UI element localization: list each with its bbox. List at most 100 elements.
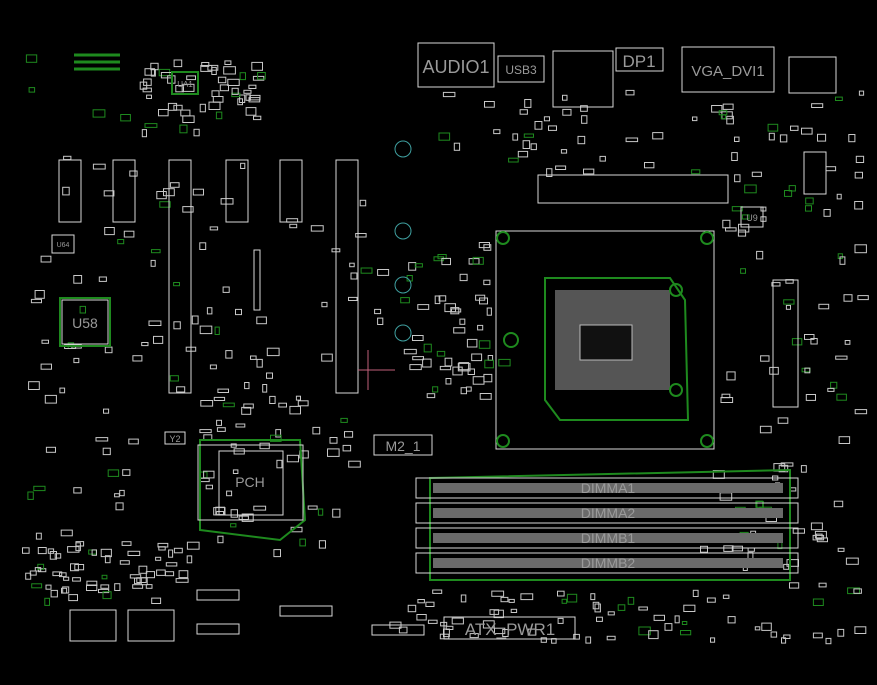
smd-pad — [768, 132, 775, 141]
audio-connector[interactable]: AUDIO1 — [417, 42, 495, 88]
smd-pad — [127, 550, 141, 556]
header[interactable] — [112, 159, 136, 223]
smd-pad — [252, 75, 265, 81]
smd-pad — [122, 469, 131, 476]
smd-pad — [256, 316, 267, 325]
y2-crystal[interactable]: Y2 — [164, 431, 186, 445]
smd-pad — [141, 129, 148, 138]
header[interactable] — [803, 151, 827, 195]
atx-power-connector[interactable]: ATX_PWR1 — [443, 616, 576, 640]
smd-pad — [22, 547, 30, 554]
smd-pad — [259, 442, 270, 450]
smd-pad — [644, 162, 655, 169]
smd-pad — [754, 626, 761, 631]
smd-pad — [453, 327, 466, 334]
smd-pad — [801, 127, 813, 135]
smd-pad — [854, 626, 867, 634]
smd-pad — [814, 530, 827, 539]
smd-pad — [216, 511, 224, 516]
header[interactable] — [58, 159, 82, 223]
dimm-slot-dimm-b2[interactable]: DIMMB2 — [415, 552, 799, 574]
smd-pad — [833, 500, 844, 508]
smd-pad — [25, 572, 32, 580]
vga-dvi-connector[interactable]: VGA_DVI1 — [681, 46, 775, 93]
header[interactable] — [279, 159, 303, 223]
usb-connector[interactable]: USB3 — [497, 55, 545, 83]
smd-pad — [273, 549, 281, 558]
lan-usb-connector[interactable] — [552, 50, 614, 108]
smd-pad — [561, 598, 568, 604]
smd-pad — [102, 591, 112, 600]
smd-pad — [59, 387, 66, 394]
pch-chip[interactable]: PCH — [197, 439, 307, 542]
smd-pad — [479, 393, 492, 400]
u64-chip[interactable]: U64 — [51, 234, 75, 254]
smd-pad — [471, 353, 483, 362]
dimm-label: DIMMB1 — [581, 530, 636, 546]
header[interactable] — [279, 605, 333, 617]
smd-pad — [835, 355, 848, 360]
smd-pad — [519, 109, 528, 115]
smd-pad — [73, 357, 80, 364]
power-header[interactable] — [772, 279, 799, 408]
smd-pad — [760, 355, 770, 362]
smd-pad — [800, 465, 807, 473]
ua1-chip[interactable]: UA1 — [171, 71, 199, 95]
smd-pad — [573, 633, 580, 640]
header[interactable] — [196, 623, 240, 635]
smd-pad — [61, 587, 68, 594]
smd-pad — [417, 599, 425, 604]
audio-label: AUDIO1 — [422, 57, 489, 77]
smd-pad — [727, 616, 736, 624]
dimm-slot-dimm-a1[interactable]: DIMMA1 — [415, 477, 799, 499]
smd-pad — [594, 603, 601, 613]
pcie-small-slot[interactable] — [253, 249, 261, 311]
cpu-socket[interactable] — [495, 230, 715, 450]
smd-pad — [804, 367, 811, 374]
pcie-slot-1[interactable] — [168, 159, 192, 394]
smd-pad — [653, 614, 665, 621]
dimm-label: DIMMA1 — [581, 480, 636, 496]
smd-pad — [199, 103, 206, 113]
smd-pad — [243, 403, 254, 409]
smd-pad — [680, 630, 692, 636]
smd-pad — [522, 140, 531, 149]
smd-pad — [262, 384, 268, 393]
smd-pad — [173, 282, 181, 287]
mounting-hole — [394, 222, 412, 240]
dimm-slot-dimm-a2[interactable]: DIMMA2 — [415, 502, 799, 524]
smd-pad — [788, 185, 796, 192]
smd-pad — [212, 96, 224, 103]
smd-pad — [295, 395, 301, 401]
smd-pad — [835, 96, 843, 101]
dp-connector[interactable]: DP1 — [615, 47, 664, 72]
smd-pad — [225, 350, 233, 359]
usb-header[interactable] — [69, 609, 117, 642]
smd-pad — [158, 109, 169, 117]
smd-pad — [718, 110, 728, 116]
usb-stack-connector[interactable] — [788, 56, 837, 94]
smd-pad — [68, 594, 79, 602]
smd-pad — [143, 78, 152, 86]
m2-slot[interactable]: M2_1 — [373, 434, 433, 456]
smd-pad — [348, 296, 358, 301]
smd-pad — [432, 589, 443, 594]
usb-header[interactable] — [127, 609, 175, 642]
smd-pad — [141, 342, 149, 347]
smd-pad — [848, 134, 856, 143]
header[interactable] — [225, 159, 249, 223]
header[interactable] — [196, 589, 240, 601]
smd-pad — [734, 174, 741, 183]
smd-pad — [28, 381, 40, 391]
u58-chip[interactable]: U58 — [59, 297, 111, 347]
u9-chip[interactable]: U9 — [740, 206, 764, 228]
dimm-slot-dimm-b1[interactable]: DIMMB1 — [415, 527, 799, 549]
pcie-slot-2[interactable] — [335, 159, 359, 394]
header[interactable] — [371, 624, 425, 636]
smd-pad — [54, 553, 62, 559]
smd-pad — [790, 125, 799, 131]
smd-pad — [37, 547, 47, 555]
smd-pad — [540, 637, 547, 643]
smd-pad — [844, 340, 851, 345]
